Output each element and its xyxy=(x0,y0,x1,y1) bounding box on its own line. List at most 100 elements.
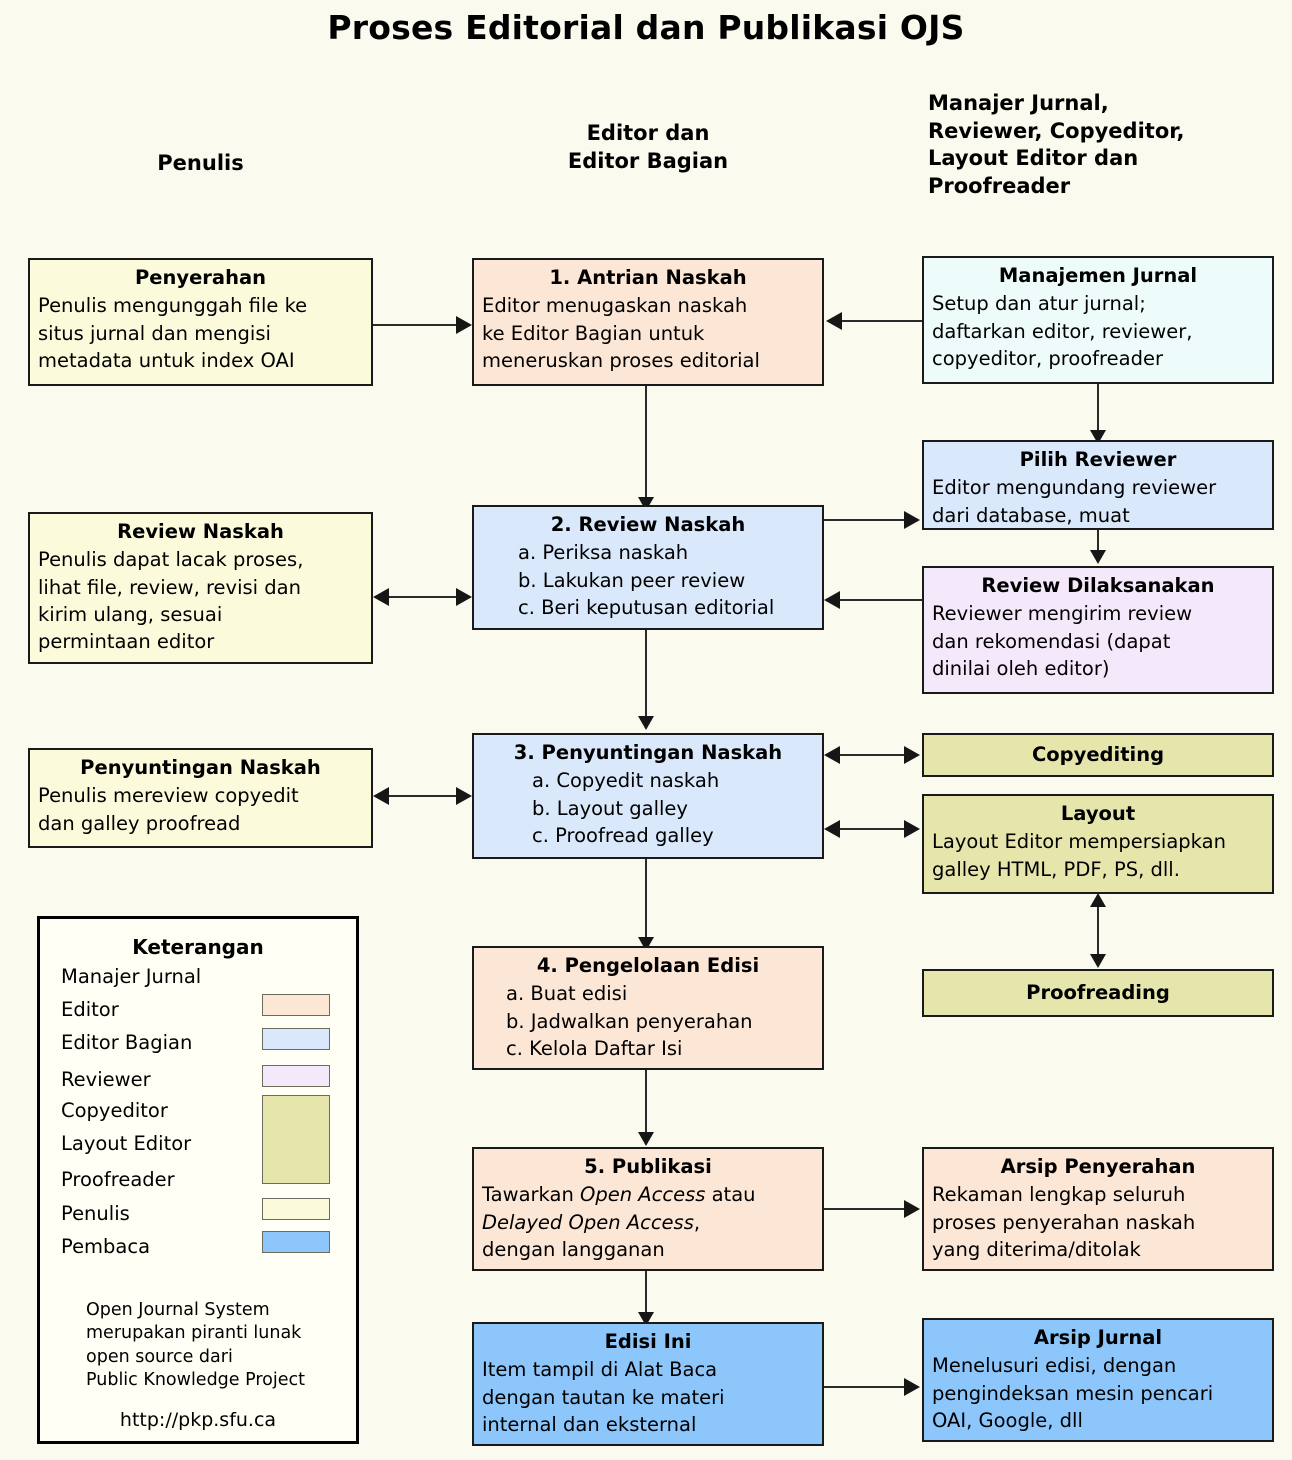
legend-swatch-copyeditor-group xyxy=(262,1095,330,1184)
legend-note-line-4: Public Knowledge Project xyxy=(86,1369,305,1390)
arrowhead-review-penyuntingan xyxy=(638,716,654,730)
box-review-naskah-penulis[interactable]: Review Naskah Penulis dapat lacak proses… xyxy=(28,512,373,664)
legend-label-manajer-jurnal: Manajer Jurnal xyxy=(61,965,202,988)
box-layout-line-1: Layout Editor mempersiapkan xyxy=(932,830,1226,854)
legend-swatch-editor xyxy=(262,994,330,1016)
box-pengelolaan-edisi-line-2: b. Jadwalkan penyerahan xyxy=(506,1009,753,1033)
connector-review-penyuntingan xyxy=(645,630,647,720)
box-publikasi-line-1: Tawarkan Open Access atau xyxy=(482,1181,814,1208)
box-review-dilaksanakan-line-1: Reviewer mengirim review xyxy=(932,602,1193,626)
box-review-dilaksanakan[interactable]: Review Dilaksanakan Reviewer mengirim re… xyxy=(922,566,1274,694)
arrowhead-penulis-penyuntingan-left xyxy=(373,787,389,805)
connector-penyuntingan-copyediting xyxy=(840,754,908,756)
legend-note: Open Journal System merupakan piranti lu… xyxy=(86,1299,356,1392)
legend-url: http://pkp.sfu.ca xyxy=(119,1409,277,1431)
connector-penulis-review xyxy=(388,596,458,598)
box-arsip-penyerahan-line-2: proses penyerahan naskah xyxy=(932,1210,1196,1234)
box-review-naskah-penulis-line-2: lihat file, review, revisi dan xyxy=(38,575,301,599)
box-edisi-ini-title: Edisi Ini xyxy=(604,1330,692,1353)
box-penyerahan-line-3: metadata untuk index OAI xyxy=(38,348,295,372)
box-penyerahan-line-2: situs jurnal dan mengisi xyxy=(38,321,271,345)
box-layout-title: Layout xyxy=(1060,802,1136,825)
box-penyuntingan-naskah-line-1: a. Copyedit naskah xyxy=(532,769,720,793)
box-penyuntingan-penulis-line-1: Penulis mereview copyedit xyxy=(38,784,299,808)
box-pilih-reviewer-line-1: Editor mengundang reviewer xyxy=(932,476,1217,500)
box-antrian-naskah[interactable]: 1. Antrian Naskah Editor menugaskan nask… xyxy=(472,258,824,386)
box-manajemen-jurnal-line-1: Setup dan atur jurnal; xyxy=(932,292,1146,316)
connector-pilih-reviewer-review-dilaksanakan xyxy=(1097,530,1099,552)
box-manajemen-jurnal-line-2: daftarkan editor, reviewer, xyxy=(932,319,1193,343)
box-publikasi-title: 5. Publikasi xyxy=(584,1155,712,1178)
box-antrian-naskah-line-3: meneruskan proses editorial xyxy=(482,348,760,372)
box-arsip-jurnal-title: Arsip Jurnal xyxy=(1033,1326,1163,1349)
arrowhead-penyuntingan-copyediting-left xyxy=(824,746,840,764)
publikasi-line2-b: , xyxy=(693,1210,701,1234)
box-review-naskah-penulis-title: Review Naskah xyxy=(117,520,284,543)
box-review-dilaksanakan-line-2: dan rekomendasi (dapat xyxy=(932,629,1171,653)
publikasi-open-access-italic: Open Access xyxy=(580,1183,706,1207)
box-layout-line-2: galley HTML, PDF, PS, dll. xyxy=(932,857,1180,881)
box-pilih-reviewer-title: Pilih Reviewer xyxy=(1019,448,1177,471)
box-penyuntingan-naskah-line-2: b. Layout galley xyxy=(532,796,688,820)
box-arsip-penyerahan[interactable]: Arsip Penyerahan Rekaman lengkap seluruh… xyxy=(922,1147,1274,1271)
box-edisi-ini[interactable]: Edisi Ini Item tampil di Alat Baca denga… xyxy=(472,1322,824,1446)
box-review-naskah-line-3: c. Beri keputusan editorial xyxy=(518,595,775,619)
arrowhead-review-pilih-reviewer xyxy=(904,511,920,529)
connector-manajemen-pilih-reviewer xyxy=(1097,384,1099,436)
box-edisi-ini-line-1: Item tampil di Alat Baca xyxy=(482,1358,718,1382)
box-penyuntingan-penulis-line-2: dan galley proofread xyxy=(38,811,241,835)
box-review-naskah-penulis-line-4: permintaan editor xyxy=(38,630,215,654)
arrowhead-penyuntingan-copyediting-right xyxy=(904,746,920,764)
arrowhead-penyuntingan-layout-right xyxy=(904,820,920,838)
box-pengelolaan-edisi-title: 4. Pengelolaan Edisi xyxy=(536,954,760,977)
box-antrian-naskah-line-2: ke Editor Bagian untuk xyxy=(482,321,705,345)
page-title: Proses Editorial dan Publikasi OJS xyxy=(327,8,965,47)
legend-swatch-reviewer xyxy=(262,1065,330,1087)
legend-label-pembaca: Pembaca xyxy=(61,1235,151,1258)
box-review-naskah-penulis-line-3: kirim ulang, sesuai xyxy=(38,602,223,626)
box-arsip-penyerahan-title: Arsip Penyerahan xyxy=(1000,1155,1196,1178)
box-penyuntingan-naskah-title: 3. Penyuntingan Naskah xyxy=(513,741,783,764)
box-manajemen-jurnal-title: Manajemen Jurnal xyxy=(998,264,1198,287)
connector-review-pilih-reviewer xyxy=(824,519,906,521)
box-publikasi[interactable]: 5. Publikasi Tawarkan Open Access atau D… xyxy=(472,1147,824,1271)
box-penyerahan-title: Penyerahan xyxy=(134,266,267,289)
box-penyuntingan-penulis-title: Penyuntingan Naskah xyxy=(80,756,321,779)
box-pilih-reviewer-line-2: dari database, muat xyxy=(932,503,1130,527)
box-copyediting[interactable]: Copyediting xyxy=(922,733,1274,777)
box-penyerahan[interactable]: Penyerahan Penulis mengunggah file ke si… xyxy=(28,258,373,386)
connector-manajemen-antrian xyxy=(842,320,922,322)
box-review-naskah[interactable]: 2. Review Naskah a. Periksa naskah b. La… xyxy=(472,505,824,630)
box-penyuntingan-naskah-line-3: c. Proofread galley xyxy=(532,823,714,847)
legend-label-editor-bagian: Editor Bagian xyxy=(61,1031,193,1054)
box-publikasi-line-2: Delayed Open Access, xyxy=(482,1209,814,1236)
connector-penyerahan-antrian xyxy=(373,324,457,326)
box-layout[interactable]: Layout Layout Editor mempersiapkan galle… xyxy=(922,794,1274,894)
arrowhead-penyerahan-antrian xyxy=(456,316,472,334)
connector-publikasi-edisi-ini xyxy=(645,1271,647,1317)
box-proofreading[interactable]: Proofreading xyxy=(922,969,1274,1017)
legend-label-proofreader: Proofreader xyxy=(61,1168,175,1191)
box-pengelolaan-edisi[interactable]: 4. Pengelolaan Edisi a. Buat edisi b. Ja… xyxy=(472,946,824,1070)
arrowhead-manajemen-antrian xyxy=(826,312,842,330)
legend-swatch-editor-bagian xyxy=(262,1028,330,1050)
box-edisi-ini-line-3: internal dan eksternal xyxy=(482,1412,697,1436)
box-manajemen-jurnal[interactable]: Manajemen Jurnal Setup dan atur jurnal; … xyxy=(922,256,1274,384)
publikasi-delayed-open-access-italic: Delayed Open Access xyxy=(482,1210,694,1234)
legend-panel: Keterangan Manajer Jurnal Editor Editor … xyxy=(37,916,359,1444)
legend-note-line-3: open source dari xyxy=(86,1346,233,1367)
box-pilih-reviewer[interactable]: Pilih Reviewer Editor mengundang reviewe… xyxy=(922,440,1274,530)
arrowhead-penulis-review-right xyxy=(456,588,472,606)
connector-publikasi-arsip xyxy=(824,1208,908,1210)
column-header-editor: Editor dan Editor Bagian xyxy=(567,121,729,173)
box-pengelolaan-edisi-line-3: c. Kelola Daftar Isi xyxy=(506,1036,683,1060)
arrowhead-publikasi-arsip xyxy=(904,1200,920,1218)
box-arsip-jurnal-line-3: OAI, Google, dll xyxy=(932,1408,1083,1432)
box-arsip-jurnal[interactable]: Arsip Jurnal Menelusuri edisi, dengan pe… xyxy=(922,1318,1274,1442)
legend-note-line-1: Open Journal System xyxy=(86,1300,270,1320)
legend-swatch-penulis xyxy=(262,1198,330,1220)
box-penyuntingan-penulis[interactable]: Penyuntingan Naskah Penulis mereview cop… xyxy=(28,748,373,848)
box-penyuntingan-naskah[interactable]: 3. Penyuntingan Naskah a. Copyedit naska… xyxy=(472,733,824,859)
arrowhead-pengelolaan-publikasi xyxy=(638,1132,654,1146)
box-copyediting-title: Copyediting xyxy=(1031,742,1165,766)
